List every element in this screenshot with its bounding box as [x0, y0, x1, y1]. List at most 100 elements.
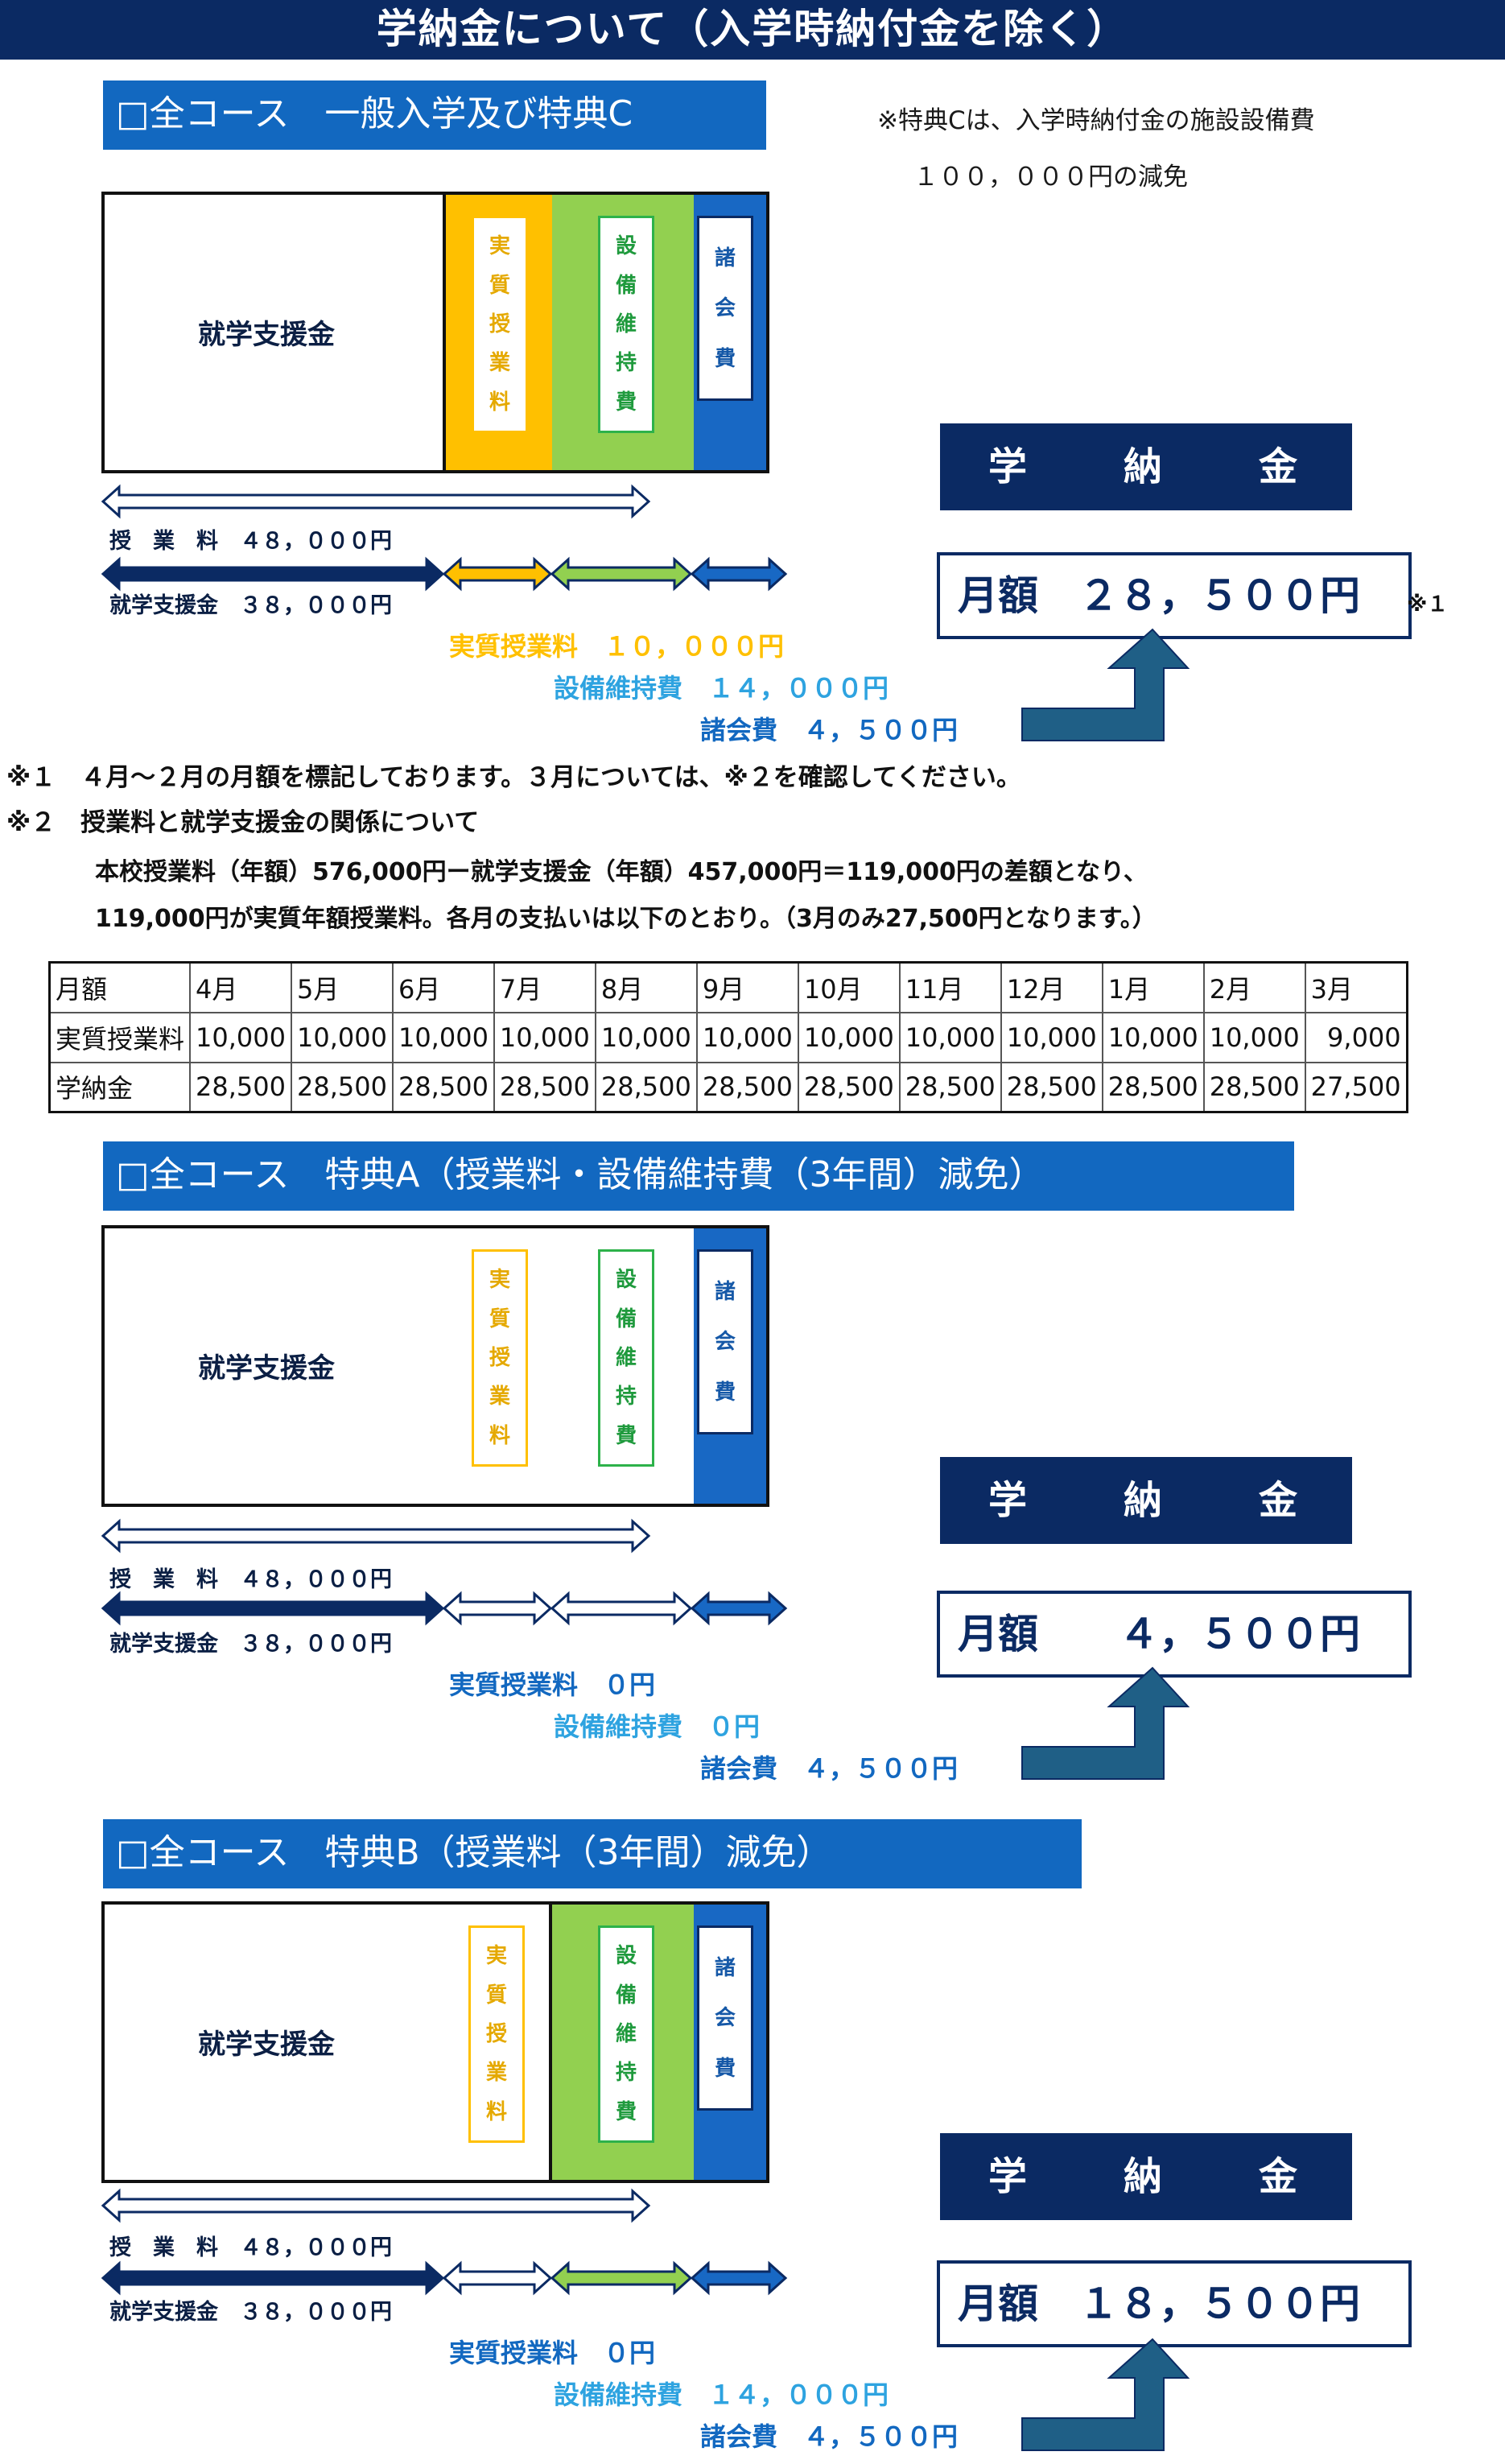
tuition-arrow-label: 授 業 料 ４８，０００円: [109, 1567, 392, 1592]
note-c-line1: ※特典Cは、入学時納付金の施設設備費: [877, 106, 1315, 135]
footnote-2: ※２ 授業料と就学支援金の関係について: [6, 808, 480, 837]
diagram-divider: [549, 1901, 552, 2183]
table-cell: 28,500: [1000, 1061, 1103, 1113]
fee-diagram-tokuten-b: 就学支援金 実 質 授 業 料 設 備 維 持 費 諸 会 費: [101, 1901, 769, 2183]
pointer-arrow: [1021, 628, 1190, 741]
shokai-amount: 諸会費 ４，５００円: [700, 1753, 959, 1784]
section-heading-tokuten-a: □全コース 特典A（授業料・設備維持費（3年間）減免）: [103, 1141, 1294, 1211]
fee-diagram-tokuten-a: 就学支援金 実 質 授 業 料 設 備 維 持 費 諸 会 費: [101, 1225, 769, 1507]
table-cell: 10,000: [594, 1011, 698, 1063]
table-cell: 28,500: [290, 1061, 394, 1113]
support-arrow-label: 就学支援金 ３８，０００円: [109, 2300, 392, 2325]
section-heading-text: □全コース 特典B（授業料（3年間）減免）: [116, 1832, 832, 1873]
support-arrow: [101, 1591, 445, 1626]
jisshitsu-arrow: [442, 556, 553, 592]
table-row: 学納金 28,500 28,500 28,500 28,500 28,500 2…: [48, 1061, 1408, 1113]
gakunou-title: 学 納 金: [940, 423, 1352, 510]
shokai-arrow: [690, 2260, 788, 2296]
support-arrow-label: 就学支援金 ３８，０００円: [109, 593, 392, 618]
table-cell: 28,500: [594, 1061, 698, 1113]
table-header-month: 11月: [898, 961, 1002, 1013]
table-cell: 10,000: [1101, 1011, 1205, 1063]
tuition-arrow-label: 授 業 料 ４８，０００円: [109, 2235, 392, 2260]
table-header-month: 5月: [290, 961, 394, 1013]
table-row: 実質授業料 10,000 10,000 10,000 10,000 10,000…: [48, 1011, 1408, 1063]
table-cell: 28,500: [391, 1061, 495, 1113]
jisshitsu-label: 実 質 授 業 料: [472, 216, 528, 433]
tuition-arrow: [101, 2188, 651, 2223]
setsubi-amount: 設備維持費 ０円: [554, 1711, 761, 1742]
pointer-arrow: [1021, 2338, 1190, 2451]
shugaku-label: 就学支援金: [198, 319, 335, 351]
jisshitsu-amount: 実質授業料 ０円: [449, 2338, 656, 2368]
setsubi-label: 設 備 維 持 費: [598, 216, 654, 433]
section-heading-text: □全コース 特典A（授業料・設備維持費（3年間）減免）: [116, 1154, 1045, 1195]
footnote-1: ※１ ４月～２月の月額を標記しております。３月については、※２を確認してください…: [6, 763, 1021, 792]
jisshitsu-amount: 実質授業料 ０円: [449, 1669, 656, 1700]
diagram-divider: [443, 192, 446, 473]
shokai-label: 諸 会 費: [697, 1925, 753, 2111]
table-cell: 10,000: [493, 1011, 596, 1063]
shokai-amount: 諸会費 ４，５００円: [700, 715, 959, 745]
table-header-label: 月額: [48, 961, 192, 1013]
table-header-month: 2月: [1202, 961, 1306, 1013]
setsubi-arrow: [550, 2260, 693, 2296]
table-cell: 10,000: [797, 1011, 901, 1063]
table-header-month: 7月: [493, 961, 596, 1013]
diagram-frame-outline: [101, 1901, 769, 2183]
table-header-month: 1月: [1101, 961, 1205, 1013]
support-arrow: [101, 2260, 445, 2296]
shugaku-label: 就学支援金: [198, 1352, 335, 1385]
diagram-frame-outline: [101, 192, 769, 473]
table-cell: 10,000: [1202, 1011, 1306, 1063]
gakunou-title: 学 納 金: [940, 2133, 1352, 2220]
fee-arrows-tokuten-a: [101, 1518, 788, 1626]
table-cell: 28,500: [1202, 1061, 1306, 1113]
table-cell: 9,000: [1304, 1011, 1408, 1063]
monthly-amount-box: 月額 ２８，５００円: [937, 552, 1412, 639]
section-heading-text: □全コース 一般入学及び特典C: [116, 93, 633, 134]
footnote-2-line2: 119,000円が実質年額授業料。各月の支払いは以下のとおり。（3月のみ27,5…: [95, 905, 1157, 933]
tuition-arrow: [101, 1518, 651, 1554]
monthly-amount-box: 月額 １８，５００円: [937, 2260, 1412, 2347]
monthly-footnote-mark: ※１: [1407, 592, 1449, 617]
shokai-arrow: [690, 556, 788, 592]
monthly-fee-table: 月額 4月 5月 6月 7月 8月 9月 10月 11月 12月 1月 2月 3…: [48, 961, 1408, 1113]
page-title: 学納金について（入学時納付金を除く）: [376, 6, 1129, 52]
table-cell: 10,000: [290, 1011, 394, 1063]
setsubi-label: 設 備 維 持 費: [598, 1249, 654, 1467]
fee-diagram-general: 就学支援金 実 質 授 業 料 設 備 維 持 費 諸 会 費: [101, 192, 769, 473]
diagram-frame-outline: [101, 1225, 769, 1507]
gakunou-title: 学 納 金: [940, 1457, 1352, 1544]
shokai-label: 諸 会 費: [697, 216, 753, 401]
setsubi-arrow: [550, 556, 693, 592]
page-title-bar: 学納金について（入学時納付金を除く）: [0, 0, 1505, 60]
table-header-month: 9月: [695, 961, 799, 1013]
table-cell: 28,500: [493, 1061, 596, 1113]
section-heading-tokuten-b: □全コース 特典B（授業料（3年間）減免）: [103, 1819, 1082, 1888]
table-header-month: 10月: [797, 961, 901, 1013]
table-row: 月額 4月 5月 6月 7月 8月 9月 10月 11月 12月 1月 2月 3…: [48, 961, 1408, 1013]
table-cell: 10,000: [695, 1011, 799, 1063]
shokai-label: 諸 会 費: [697, 1249, 753, 1434]
tuition-arrow: [101, 484, 651, 519]
jisshitsu-label: 実 質 授 業 料: [472, 1249, 528, 1467]
table-cell: 28,500: [1101, 1061, 1205, 1113]
note-c-line2: １００，０００円の減免: [913, 163, 1188, 192]
fee-arrows-general: [101, 484, 788, 592]
footnote-2-line1: 本校授業料（年額）576,000円ー就学支援金（年額）457,000円＝119,…: [95, 858, 1148, 886]
table-header-month: 12月: [1000, 961, 1103, 1013]
table-cell: 28,500: [189, 1061, 292, 1113]
table-row-label: 学納金: [48, 1061, 192, 1113]
jisshitsu-label: 実 質 授 業 料: [468, 1925, 525, 2143]
tuition-arrow-label: 授 業 料 ４８，０００円: [109, 529, 392, 554]
table-cell: 10,000: [1000, 1011, 1103, 1063]
shokai-arrow: [690, 1591, 788, 1626]
setsubi-amount: 設備維持費 １４，０００円: [554, 2379, 889, 2410]
table-header-month: 4月: [189, 961, 292, 1013]
shokai-amount: 諸会費 ４，５００円: [700, 2421, 959, 2452]
table-cell: 28,500: [898, 1061, 1002, 1113]
table-cell: 28,500: [695, 1061, 799, 1113]
jisshitsu-arrow: [442, 1591, 553, 1626]
table-cell: 10,000: [391, 1011, 495, 1063]
